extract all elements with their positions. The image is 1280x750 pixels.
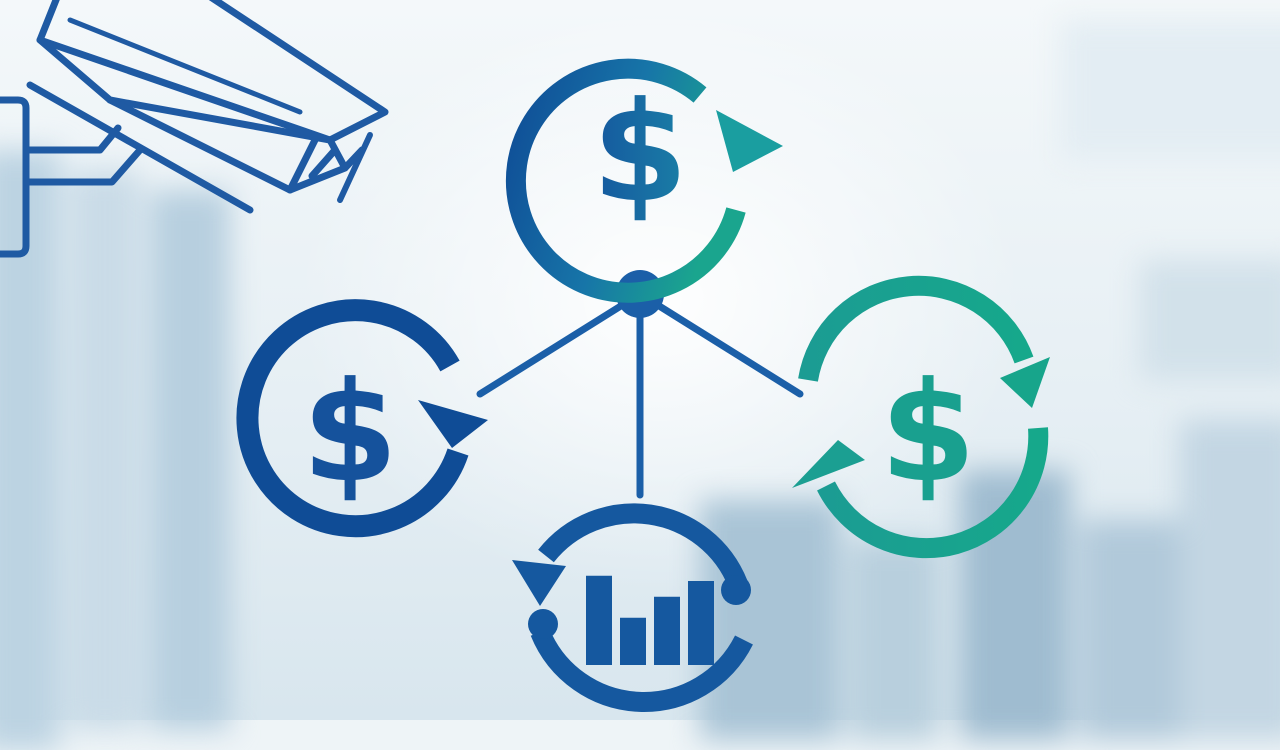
- right-cycle-arrowhead-bottom: [792, 440, 865, 488]
- chart-bar: [586, 575, 612, 665]
- chart-bar: [654, 596, 680, 665]
- left-dollar-cycle-icon: $: [236, 299, 488, 538]
- chart-bar: [620, 617, 646, 665]
- right-dollar-symbol: $: [880, 352, 976, 513]
- bottom-chart-cycle-icon: [512, 503, 753, 712]
- left-dollar-symbol: $: [302, 352, 398, 513]
- security-camera-icon: [0, 0, 389, 258]
- bar-chart-icon: [586, 575, 714, 665]
- blurred-city-background: [0, 20, 1280, 750]
- illustration: $ $ $: [0, 0, 1050, 712]
- right-dollar-cycle-icon: [798, 275, 1049, 559]
- top-dollar-cycle-icon: $: [505, 58, 783, 303]
- top-dollar-symbol: $: [592, 72, 688, 233]
- right-cycle-arrowhead-top: [1000, 357, 1050, 408]
- network-connectors: [476, 290, 804, 499]
- chart-bar: [688, 581, 714, 665]
